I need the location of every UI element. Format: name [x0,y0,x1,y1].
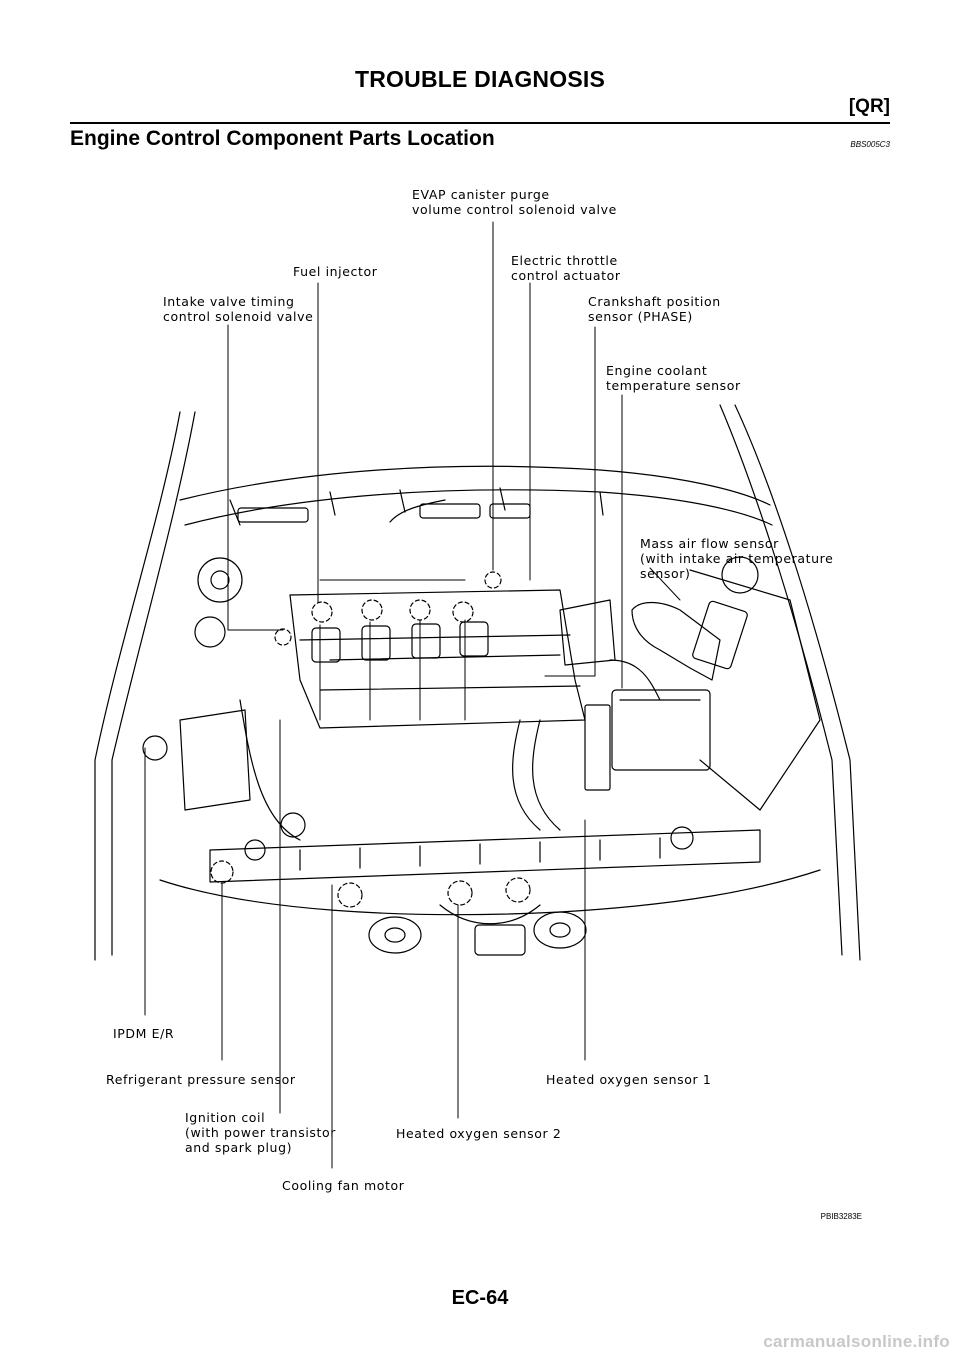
label-heated-o2-sensor-1: Heated oxygen sensor 1 [546,1072,712,1087]
label-evap-purge-valve: EVAP canister purge volume control solen… [412,187,617,217]
horn-left [368,916,422,954]
right-fender-line [734,404,861,961]
label-intake-valve-timing: Intake valve timing control solenoid val… [163,294,314,324]
intake-duct [631,601,721,681]
maf-body [692,600,748,670]
label-crankshaft-sensor: Crankshaft position sensor (PHASE) [588,294,721,324]
watermark: carmanualsonline.info [763,1332,950,1351]
engine-cover [289,589,586,729]
header-rule [70,122,890,124]
label-ignition-coil: Ignition coil (with power transistor and… [185,1110,336,1155]
upper-hose [512,719,541,831]
left-fender-line [94,411,181,961]
label-refrigerant-sensor: Refrigerant pressure sensor [106,1072,296,1087]
page-heading: Engine Control Component Parts Location [70,127,495,150]
label-cooling-fan-motor: Cooling fan motor [282,1178,405,1193]
battery [611,689,711,771]
cowl-line [179,465,771,506]
ipdm-box [179,709,251,811]
label-ipdm: IPDM E/R [113,1026,175,1041]
radiator-support [209,829,761,883]
section-tag: [QR] [848,96,890,117]
page-number: EC-64 [451,1287,509,1309]
reference-code: BBS005C3 [850,140,890,149]
label-heated-o2-sensor-2: Heated oxygen sensor 2 [396,1126,562,1141]
figure-code: PBIB3283E [820,1212,862,1221]
label-electric-throttle: Electric throttle control actuator [511,253,621,283]
header-title: TROUBLE DIAGNOSIS [354,66,606,92]
leader-lines [144,221,681,1169]
engine-bay-illustration [94,221,861,1169]
label-maf-sensor: Mass air flow sensor (with intake air te… [640,536,834,581]
horn-right [533,911,587,949]
label-coolant-sensor: Engine coolant temperature sensor [606,363,741,393]
label-fuel-injector: Fuel injector [293,264,378,279]
ignition-coils [311,621,489,663]
